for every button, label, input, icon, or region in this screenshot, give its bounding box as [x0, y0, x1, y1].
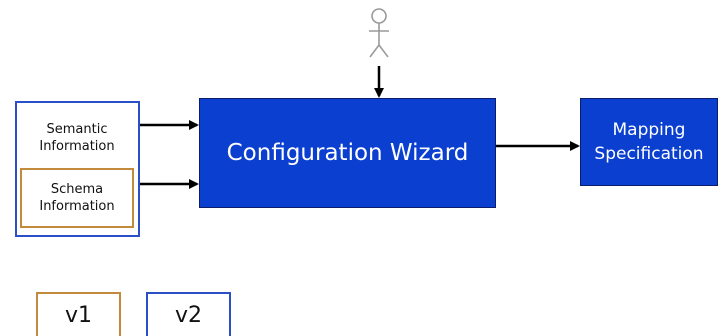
- user-icon: [369, 8, 389, 58]
- legend-v2-box: v2: [146, 292, 231, 336]
- legend-v1-label: v1: [64, 302, 93, 328]
- schema-line-1: Schema: [50, 182, 104, 197]
- semantic-line-2: Information: [39, 139, 115, 154]
- mapping-line-1: Mapping: [612, 120, 686, 140]
- configuration-wizard-label: Configuration Wizard: [226, 140, 469, 166]
- legend-v1-box: v1: [36, 292, 121, 336]
- legend-v2-label: v2: [174, 302, 203, 328]
- mapping-line-2: Specification: [594, 144, 704, 164]
- schema-information-box: Schema Information: [20, 168, 134, 228]
- mapping-specification-box: Mapping Specification: [580, 98, 718, 186]
- semantic-line-1: Semantic: [46, 122, 108, 137]
- semantic-information-box: Semantic Information: [18, 114, 136, 162]
- schema-line-2: Information: [39, 199, 115, 214]
- configuration-wizard-box: Configuration Wizard: [199, 98, 496, 208]
